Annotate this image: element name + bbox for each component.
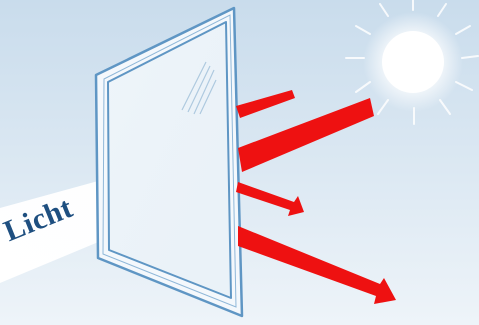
- scene-drawing: [0, 0, 479, 325]
- illustration: Licht: [0, 0, 479, 325]
